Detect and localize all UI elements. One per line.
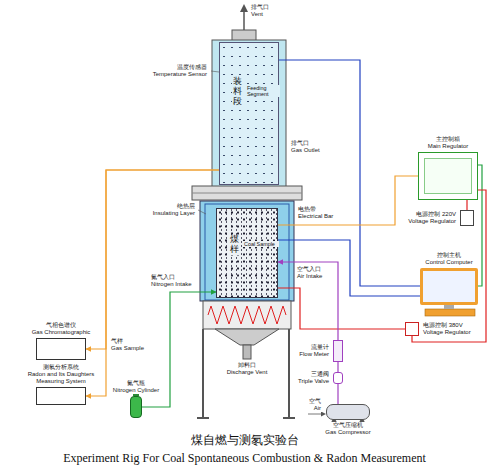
chinese-label: 主控制箱: [428, 136, 469, 143]
part-label: 绝热层: [176, 203, 196, 210]
leg-foot: [197, 417, 209, 419]
nitrogen-cylinder: 氮气瓶Nitrogen Cylinder: [130, 396, 142, 418]
component-label: 流量计Flow Meter: [298, 344, 330, 358]
segment-name: 煤样: [229, 235, 240, 255]
english-label: Nitrogen Cylinder: [113, 387, 159, 394]
part-label: 排气口: [250, 4, 270, 11]
component-label: 三通阀Triple Valve: [297, 371, 330, 385]
chamber-insulation: [200, 201, 294, 301]
chinese-label: 控制主机: [425, 252, 472, 259]
component-label: 主控制箱Main Regulator: [427, 136, 470, 150]
column-wall: [212, 40, 286, 187]
pipe-connector: [86, 170, 219, 396]
flange: [192, 186, 302, 200]
segment-name: 装料段: [232, 77, 243, 107]
part-label: 温度传感器: [176, 64, 208, 71]
part-label: 气样: [110, 338, 124, 345]
pipe-connector: [278, 288, 405, 329]
air-inlet-arrow: [308, 414, 322, 415]
vent-arrowhead: [240, 4, 248, 12]
keyboard: [425, 309, 475, 316]
part-label: 卸料口: [237, 362, 257, 369]
pipe-connector: [478, 165, 482, 286]
english-label: Radon and Its Daughters Measuring System: [23, 371, 99, 385]
pipe-connector: [278, 176, 418, 225]
part-label: 电热带: [297, 206, 317, 213]
part-label: 排气口: [290, 140, 310, 147]
component-label: 空气压缩机Gas Compressor: [324, 422, 371, 436]
leader-line: [198, 210, 206, 214]
support-leg: [288, 329, 290, 418]
component-label: 电源控制 220VVoltage Regulator: [407, 211, 457, 225]
component-label: 氮气瓶Nitrogen Cylinder: [112, 380, 160, 394]
english-label: Control Computer: [425, 259, 472, 266]
english-label: Triple Valve: [298, 378, 329, 385]
diagram-title: 煤自燃与测氡实验台: [0, 432, 489, 449]
voltage-regulator: 电源控制 220VVoltage Regulator: [460, 210, 474, 226]
part-label: Temperature Sensor: [152, 71, 208, 78]
chinese-label: 流量计: [299, 344, 329, 351]
english-label: Voltage Regulator: [423, 329, 471, 336]
chinese-label: 测氡分析系统: [23, 364, 99, 371]
part-label: Air Intake: [296, 273, 323, 280]
part-label: Electrical Bar: [297, 213, 334, 220]
part-label: Insulating Layer: [152, 210, 196, 217]
part-label: 氮气入口: [150, 274, 176, 281]
english-label: Voltage Regulator: [408, 218, 456, 225]
leg-foot: [283, 417, 295, 419]
english-label: Gas Chromatographic: [32, 329, 91, 336]
part-label: Air: [313, 405, 322, 412]
flow-meter: 流量计Flow Meter: [333, 340, 343, 362]
part-label: Gas Outlet: [290, 147, 321, 154]
pipe-connector: [466, 200, 467, 210]
pipe-connector: [337, 384, 338, 404]
flange-line: [192, 193, 302, 194]
triple-valve: 三通阀Triple Valve: [333, 372, 343, 384]
discharge-cone: [215, 329, 279, 345]
chinese-label: 电源控制 220V: [408, 211, 456, 218]
part-label: Discharge Vent: [226, 369, 269, 376]
gas-compressor: 空气压缩机Gas Compressor: [326, 404, 370, 420]
chinese-label: 氮气瓶: [113, 380, 159, 387]
pipe-connector: [278, 262, 338, 340]
english-label: Flow Meter: [299, 351, 329, 358]
segment-caption: Feeding Segment: [246, 85, 280, 97]
radon-system: 测氡分析系统Radon and Its Daughters Measuring …: [36, 387, 86, 405]
chinese-label: 电源控制 380V: [423, 322, 471, 329]
component-label: 电源控制 380VVoltage Regulator: [422, 322, 472, 336]
part-label: Nitrogen Intake: [150, 281, 193, 288]
component-label: 气相色谱仪Gas Chromatographic: [31, 322, 92, 336]
chinese-label: 三通阀: [298, 371, 329, 378]
gas-chromatograph: 气相色谱仪Gas Chromatographic: [36, 338, 86, 360]
coal-chamber: 煤样Coal Sample: [216, 208, 278, 298]
chamber-inner-wall: [205, 204, 289, 300]
part-label: 空气入口: [296, 266, 322, 273]
monitor-stand: [444, 305, 454, 309]
heater-coil: [208, 306, 286, 324]
voltage-regulator: 电源控制 380VVoltage Regulator: [405, 322, 419, 336]
feeding-column: 装料段Feeding Segment: [219, 42, 279, 185]
part-label: Vent: [250, 11, 264, 18]
chinese-label: 空气压缩机: [325, 422, 370, 429]
diagram-caption: Experiment Rig For Coal Spontaneous Comb…: [0, 451, 489, 466]
english-label: Main Regulator: [428, 143, 469, 150]
component-label: 测氡分析系统Radon and Its Daughters Measuring …: [22, 364, 100, 385]
main-regulator: 主控制箱Main Regulator: [418, 152, 478, 200]
pipe-connector: [337, 362, 338, 372]
chinese-label: 气相色谱仪: [32, 322, 91, 329]
english-label: Gas Compressor: [325, 429, 370, 436]
heater-base: [203, 301, 291, 329]
part-label: 空气: [308, 398, 322, 405]
component-label: 控制主机Control Computer: [424, 252, 473, 266]
control-computer: 控制主机Control Computer: [420, 268, 478, 305]
vent-pipe: [243, 11, 245, 31]
segment-caption: Coal Sample: [243, 241, 279, 247]
support-leg: [202, 329, 204, 418]
discharge-pipe: [243, 345, 251, 359]
leader-line: [211, 71, 219, 72]
part-label: Gas Sample: [110, 345, 145, 352]
